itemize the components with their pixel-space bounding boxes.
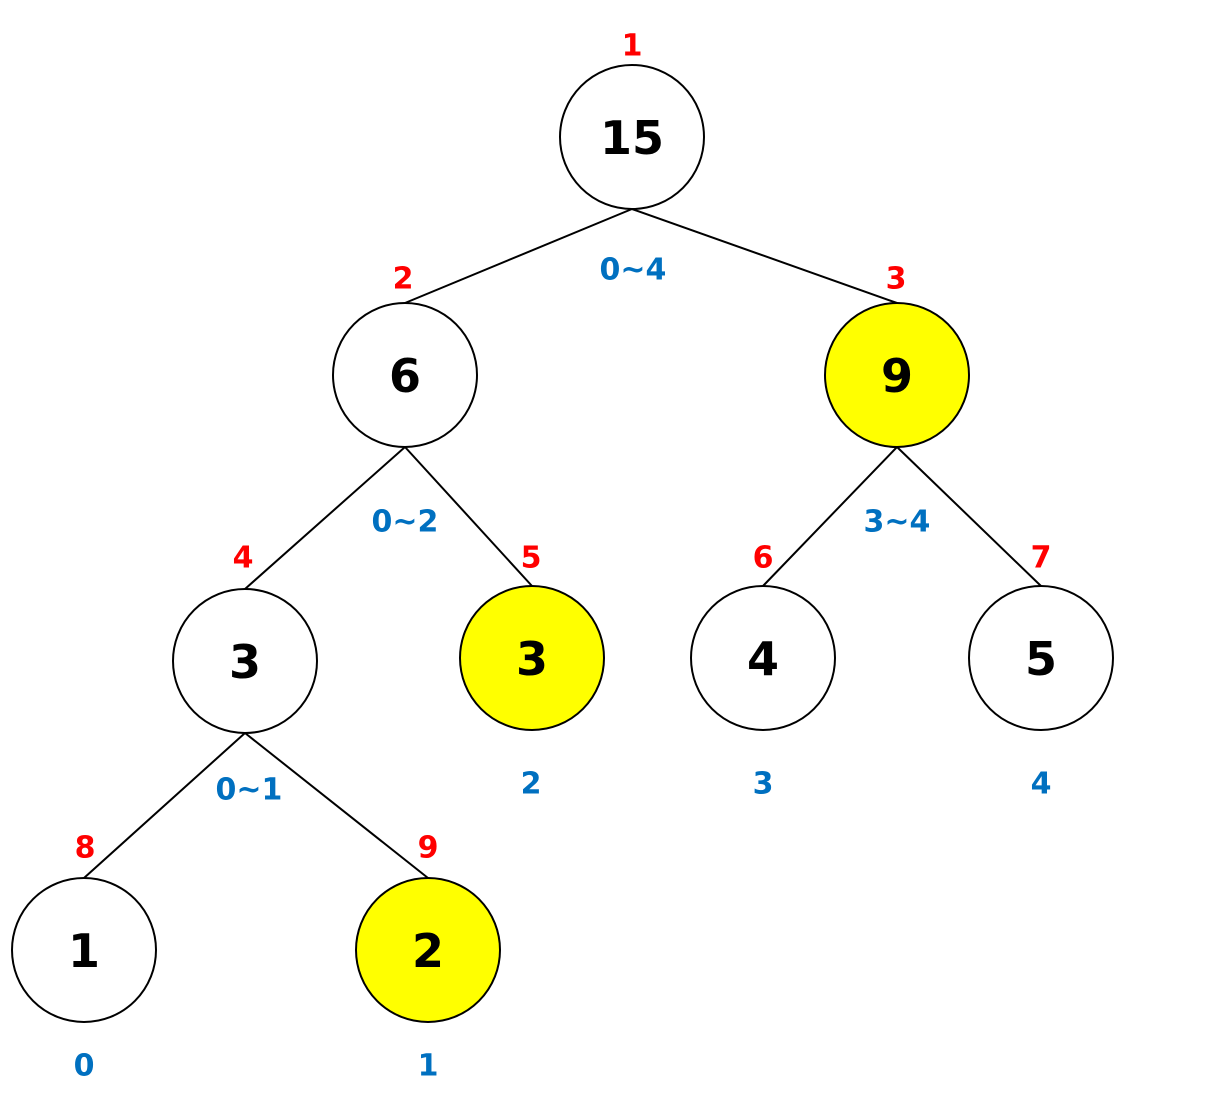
tree-node: 3 <box>459 585 605 731</box>
labels-layer: 1 0~4 2 0~2 3 3~4 4 0~1 5 2 6 3 7 4 8 0 9 1 <box>74 29 1052 1084</box>
node-circle <box>11 877 157 1023</box>
tree-node: 4 <box>690 585 836 731</box>
node-range-label: 2 <box>521 767 542 802</box>
node-range-label: 1 <box>418 1049 439 1084</box>
node-index-label: 7 <box>1031 541 1052 576</box>
node-value: 9 <box>881 349 913 403</box>
node-circle <box>690 585 836 731</box>
node-range-label: 0~1 <box>216 773 283 808</box>
edge-n3-n6 <box>762 446 898 587</box>
node-value: 15 <box>600 111 664 165</box>
node-index-label: 4 <box>233 541 254 576</box>
node-range-label: 0~2 <box>372 505 439 540</box>
node-circle <box>559 64 705 210</box>
node-range-label: 0 <box>74 1049 95 1084</box>
edge-n2-n4 <box>244 446 406 590</box>
node-value: 3 <box>229 635 261 689</box>
tree-node: 2 <box>355 877 501 1023</box>
edge-n1-n3 <box>631 208 898 304</box>
node-range-label: 0~4 <box>600 253 667 288</box>
node-index-label: 8 <box>75 831 96 866</box>
node-index-label: 1 <box>622 29 643 64</box>
edge-n4-n9 <box>244 732 429 879</box>
node-index-label: 5 <box>521 541 542 576</box>
edge-n3-n7 <box>896 446 1042 587</box>
node-value: 2 <box>412 924 444 978</box>
nodes-layer: 15 6 9 3 3 4 5 1 2 <box>11 64 1114 1023</box>
node-circle <box>355 877 501 1023</box>
node-value: 4 <box>747 632 779 686</box>
node-circle <box>824 302 970 448</box>
tree-node: 15 <box>559 64 705 210</box>
edges-layer <box>83 208 1042 879</box>
node-circle <box>968 585 1114 731</box>
tree-node: 3 <box>172 588 318 734</box>
node-value: 5 <box>1025 632 1057 686</box>
node-range-label: 3~4 <box>864 505 931 540</box>
tree-node: 1 <box>11 877 157 1023</box>
node-value: 3 <box>516 632 548 686</box>
node-value: 6 <box>389 349 421 403</box>
edge-n1-n2 <box>404 208 633 304</box>
tree-node: 6 <box>332 302 478 448</box>
node-range-label: 4 <box>1031 767 1052 802</box>
tree-node: 5 <box>968 585 1114 731</box>
node-range-label: 3 <box>753 767 774 802</box>
node-index-label: 2 <box>393 262 414 297</box>
node-index-label: 6 <box>753 541 774 576</box>
node-circle <box>172 588 318 734</box>
edge-n2-n5 <box>404 446 533 587</box>
node-value: 1 <box>68 924 100 978</box>
tree-node: 9 <box>824 302 970 448</box>
edge-n4-n8 <box>83 732 246 879</box>
node-index-label: 3 <box>886 262 907 297</box>
node-circle <box>332 302 478 448</box>
node-circle <box>459 585 605 731</box>
node-index-label: 9 <box>418 831 439 866</box>
